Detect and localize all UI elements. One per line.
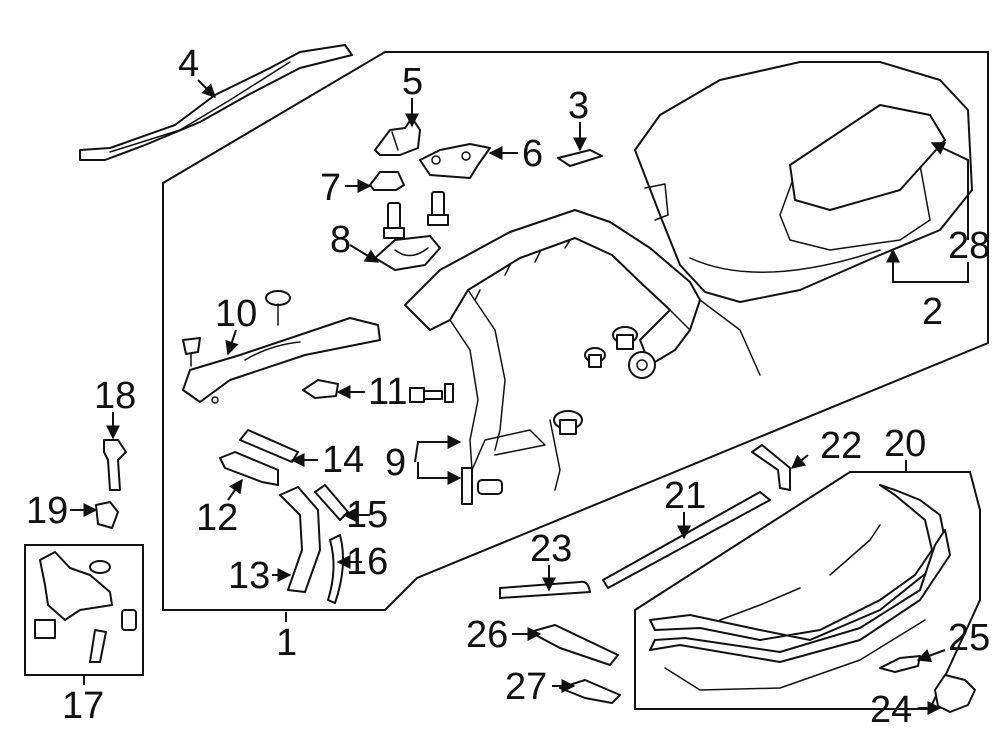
bolt-11[interactable]: [409, 387, 443, 403]
pin-4[interactable]: [553, 410, 583, 435]
bolt-right[interactable]: [427, 191, 449, 226]
callout-12: 12: [196, 497, 238, 539]
part-17-kit[interactable]: [34, 551, 137, 663]
part-23-strip[interactable]: [499, 580, 591, 599]
leader-12: [227, 478, 243, 501]
callout-1: 1: [276, 622, 297, 664]
part-8-bracket[interactable]: [374, 235, 441, 271]
part-26-panel[interactable]: [529, 624, 619, 666]
clip-small[interactable]: [444, 383, 454, 403]
part-11-pad[interactable]: [302, 379, 339, 399]
part-3-pad[interactable]: [557, 149, 603, 167]
part-27-panel[interactable]: [559, 679, 621, 704]
callout-22: 22: [820, 425, 862, 467]
leader-22: [790, 454, 809, 469]
part-24-bracket[interactable]: [934, 674, 976, 713]
bushing-1[interactable]: [612, 326, 638, 350]
callout-23: 23: [530, 528, 572, 570]
screw-10[interactable]: [265, 290, 291, 326]
callout-24: 24: [870, 689, 912, 731]
part-5-bracket[interactable]: [374, 117, 421, 156]
part-16-weatherstrip[interactable]: [327, 534, 344, 604]
part-12-bracket[interactable]: [219, 451, 279, 486]
part-22-bracket[interactable]: [751, 444, 791, 491]
part-7-clip[interactable]: [369, 171, 405, 191]
leader-8: [349, 244, 380, 263]
callout-8: 8: [330, 219, 351, 261]
leader-9b: [417, 462, 462, 485]
callout-15: 15: [346, 494, 388, 536]
part-21-strip[interactable]: [602, 491, 771, 589]
part-9-link[interactable]: [461, 467, 503, 505]
callout-19: 19: [26, 490, 68, 532]
callout-20: 20: [884, 423, 926, 465]
callout-21: 21: [664, 475, 706, 517]
callout-18: 18: [94, 375, 136, 417]
leader-28: [930, 142, 969, 240]
part-6-hinge-plate[interactable]: [419, 143, 491, 179]
assembly-20-frame: [634, 471, 981, 710]
callout-2: 2: [922, 291, 943, 333]
callout-27: 27: [505, 666, 547, 708]
part-20-tonneau-frame[interactable]: [649, 484, 951, 691]
part-10-shelf-trim[interactable]: [182, 317, 381, 404]
part-15-seal[interactable]: [314, 484, 349, 521]
part-18-clip[interactable]: [103, 439, 127, 491]
leader-9: [414, 435, 462, 463]
clip-10[interactable]: [182, 337, 201, 367]
part-19-clip[interactable]: [95, 501, 119, 529]
assembly-1-frame: [162, 51, 989, 611]
callout-10: 10: [215, 293, 257, 335]
callout-13: 13: [228, 555, 270, 597]
callout-25: 25: [948, 617, 990, 659]
callout-4: 4: [178, 43, 199, 85]
leader-10: [225, 329, 239, 356]
callout-26: 26: [466, 614, 508, 656]
callout-3: 3: [568, 85, 589, 127]
callout-17: 17: [62, 685, 104, 727]
callout-6: 6: [522, 133, 543, 175]
bushing-3[interactable]: [628, 351, 656, 379]
bolt-left[interactable]: [383, 202, 405, 239]
bushing-2[interactable]: [584, 347, 606, 368]
callout-11: 11: [368, 371, 407, 413]
part-14-strip[interactable]: [239, 429, 299, 463]
callout-5: 5: [402, 61, 423, 103]
callout-16: 16: [346, 541, 388, 583]
callout-14: 14: [322, 439, 364, 481]
leader-4: [197, 79, 216, 98]
callout-28: 28: [948, 225, 990, 267]
part-13-pillar-trim[interactable]: [279, 486, 321, 593]
part-25-pad[interactable]: [879, 655, 921, 673]
part-4-header-seal[interactable]: [79, 44, 353, 161]
callout-9: 9: [385, 442, 406, 484]
part-28-rear-window[interactable]: [789, 104, 946, 211]
callout-7: 7: [320, 167, 341, 209]
leader-25: [916, 649, 946, 663]
